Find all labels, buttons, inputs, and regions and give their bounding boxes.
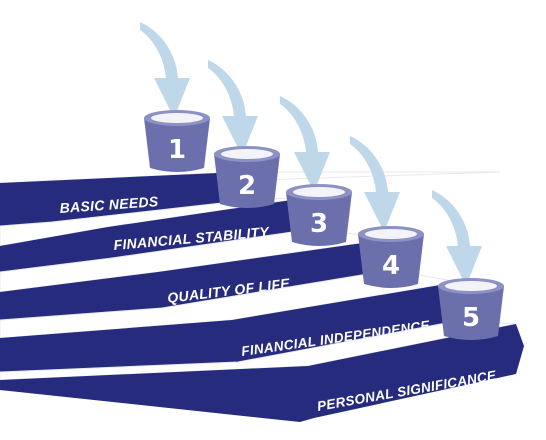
bucket-number-3: 3 (310, 209, 328, 239)
bucket-icon: 3 (286, 184, 352, 246)
stair-step-3: QUALITY OF LIFE (0, 227, 392, 320)
bucket-icon: 4 (358, 226, 424, 288)
bucket-number-2: 2 (238, 171, 256, 201)
bucket-icon: 1 (144, 110, 210, 172)
arrows (140, 22, 482, 286)
curved-down-arrow-icon (350, 136, 400, 232)
buckets: 1 2 3 4 5 (144, 110, 504, 340)
curved-down-arrow-icon (432, 190, 482, 286)
bucket-number-5: 5 (462, 303, 480, 333)
bucket-number-1: 1 (168, 135, 186, 165)
curved-down-arrow-icon (140, 22, 190, 118)
stair-step-3-face (0, 240, 392, 320)
stair-step-2-face (0, 197, 320, 272)
curved-down-arrow-icon (208, 60, 258, 156)
bucket-icon: 2 (214, 146, 280, 208)
stair-step-1-face (0, 172, 248, 226)
stair-step-5-face (0, 324, 524, 422)
bucket-icon: 5 (438, 278, 504, 340)
stair-step-4-face (0, 282, 462, 372)
curved-down-arrow-icon (280, 96, 330, 192)
bucket-number-4: 4 (382, 251, 400, 281)
step-1-label: BASIC NEEDS (59, 193, 159, 216)
